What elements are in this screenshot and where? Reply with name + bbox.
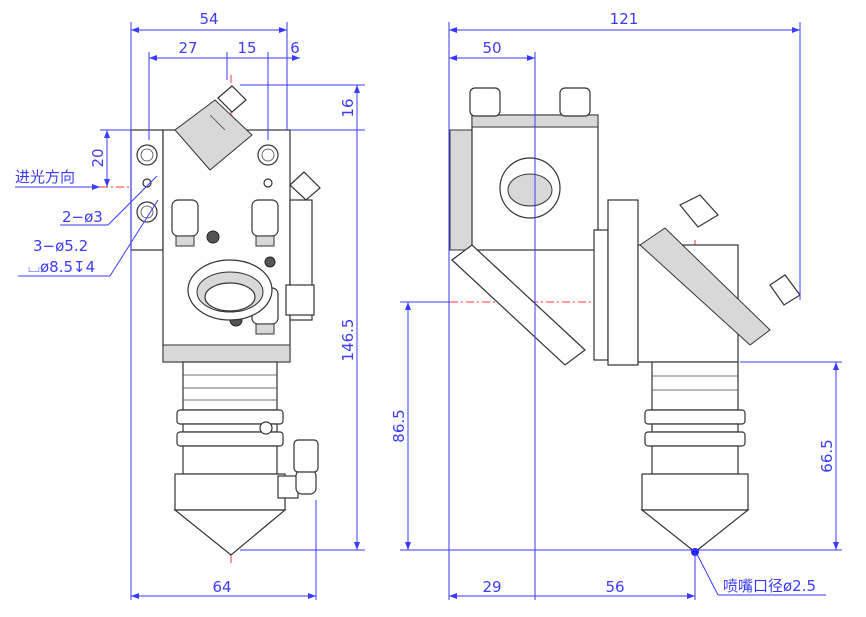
light-direction-label: 进光方向 [15, 168, 75, 186]
left-nozzle-assembly [173, 361, 319, 556]
dim-50: 50 [482, 39, 501, 57]
dim-54: 54 [199, 10, 218, 28]
dim-6: 6 [290, 39, 300, 57]
dim-16: 16 [339, 98, 357, 117]
dim-15: 15 [237, 39, 256, 57]
right-view: 121 50 86.5 66.5 29 56 喷嘴口径ø2.5 [390, 10, 842, 600]
dim-56: 56 [605, 578, 624, 596]
top-screw [209, 85, 321, 201]
holes-small-label: 2−ø3 [62, 208, 103, 226]
nozzle-diameter-label: 喷嘴口径ø2.5 [723, 577, 816, 595]
left-dimensions: 54 27 15 6 16 146.5 20 64 [89, 10, 365, 600]
dim-121: 121 [610, 10, 639, 28]
dim-66-5: 66.5 [818, 439, 836, 472]
right-dimensions: 121 50 86.5 66.5 29 56 [390, 10, 842, 600]
dim-146-5: 146.5 [339, 319, 357, 362]
holes-large-label: 3−ø5.2 [33, 237, 88, 255]
left-notes: 进光方向 2−ø3 3−ø5.2 ⌴ø8.5↧4 [15, 168, 159, 277]
dim-86-5: 86.5 [390, 409, 408, 442]
dim-29: 29 [482, 578, 501, 596]
counterbore-label: ⌴ø8.5↧4 [28, 258, 95, 276]
left-view: 54 27 15 6 16 146.5 20 64 进光方向 2−ø3 3−ø5… [15, 10, 365, 600]
lens-port [187, 259, 273, 321]
dim-64: 64 [212, 578, 231, 596]
dim-27: 27 [178, 39, 197, 57]
air-fitting [277, 439, 319, 499]
left-head-body [130, 85, 321, 363]
mount-holes [136, 144, 279, 223]
dim-20: 20 [89, 148, 107, 167]
right-nozzle-assembly [640, 361, 750, 556]
right-head-body [449, 87, 801, 366]
right-notes: 喷嘴口径ø2.5 [696, 553, 826, 596]
